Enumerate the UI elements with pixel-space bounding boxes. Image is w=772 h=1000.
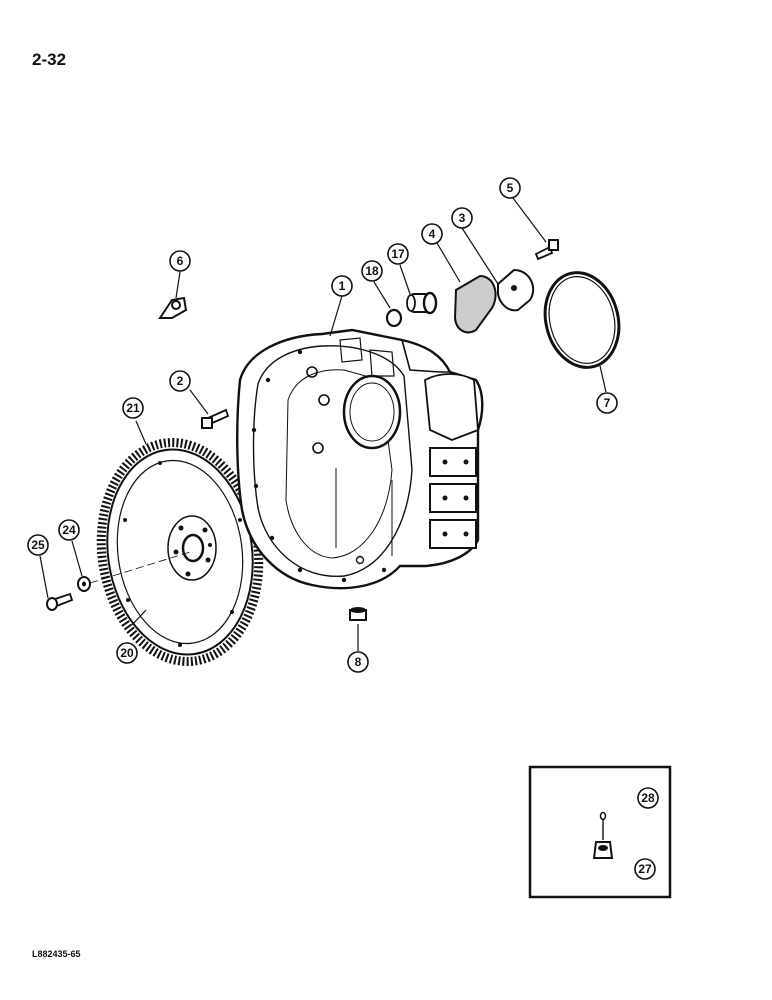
- callout-1: 1: [331, 275, 353, 297]
- o-ring-7: [543, 271, 621, 369]
- gasket-4: [453, 274, 497, 334]
- bolt-2: [201, 408, 230, 429]
- cover-3: [497, 268, 535, 312]
- callout-8: 8: [347, 651, 369, 673]
- svg-text:2: 2: [177, 374, 184, 388]
- callout-25: 25: [27, 534, 49, 556]
- svg-text:27: 27: [638, 862, 652, 876]
- flywheel-housing: [236, 328, 484, 590]
- svg-text:8: 8: [355, 655, 362, 669]
- bracket-6: [158, 296, 188, 319]
- callout-2: 2: [169, 370, 191, 392]
- plug-8: [349, 607, 367, 621]
- callout-27: 27: [634, 858, 656, 880]
- svg-text:18: 18: [365, 264, 379, 278]
- svg-text:3: 3: [459, 211, 466, 225]
- callout-28: 28: [637, 787, 659, 809]
- callout-5: 5: [499, 177, 521, 199]
- bolt-5: [534, 239, 559, 261]
- svg-text:17: 17: [391, 247, 405, 261]
- svg-text:28: 28: [641, 791, 655, 805]
- svg-text:21: 21: [126, 401, 140, 415]
- callout-4: 4: [421, 223, 443, 245]
- o-ring-18: [385, 308, 403, 328]
- washer-24: [77, 576, 91, 592]
- svg-text:7: 7: [604, 396, 611, 410]
- callout-3: 3: [451, 207, 473, 229]
- fitting-17: [406, 291, 438, 315]
- svg-text:24: 24: [62, 523, 76, 537]
- svg-text:20: 20: [120, 646, 134, 660]
- callout-6: 6: [169, 250, 191, 272]
- page-number: 2-32: [32, 50, 67, 69]
- callout-21: 21: [122, 397, 144, 419]
- callout-7: 7: [596, 392, 618, 414]
- callout-24: 24: [58, 519, 80, 541]
- callout-18: 18: [361, 260, 383, 282]
- callout-17: 17: [387, 243, 409, 265]
- bolt-25: [46, 592, 74, 611]
- svg-text:25: 25: [31, 538, 45, 552]
- drawing-code: L882435-65: [32, 949, 81, 959]
- callout-20: 20: [116, 642, 138, 664]
- svg-text:6: 6: [177, 254, 184, 268]
- svg-text:1: 1: [339, 279, 346, 293]
- svg-text:5: 5: [507, 181, 514, 195]
- svg-text:4: 4: [429, 227, 436, 241]
